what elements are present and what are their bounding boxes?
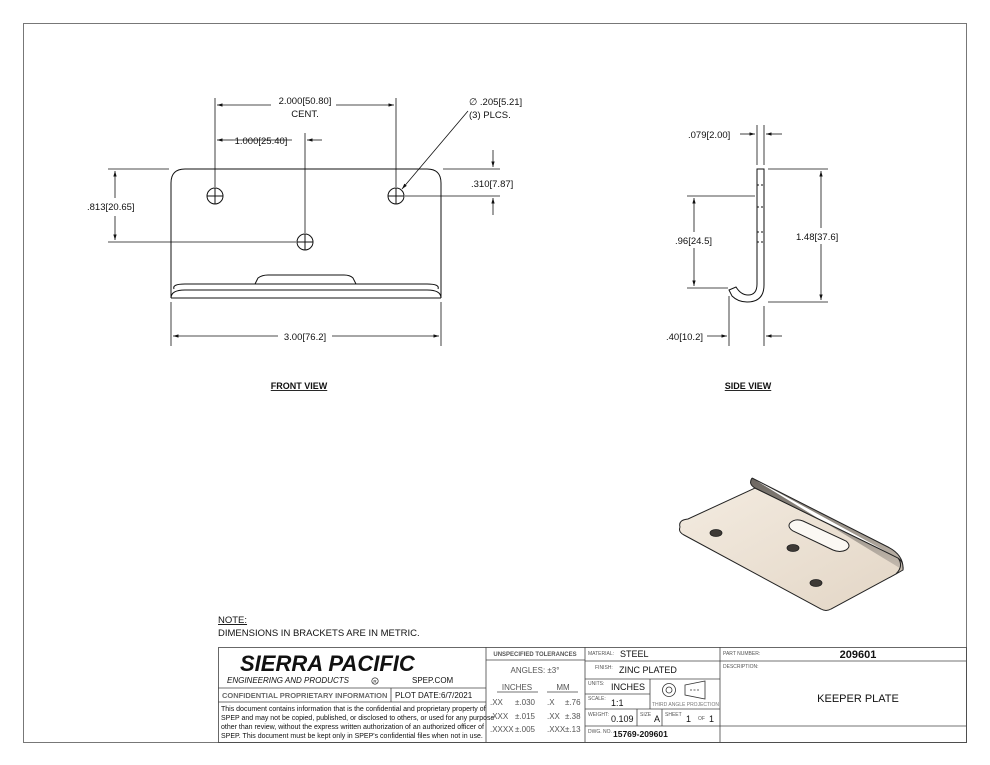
front-view-title: FRONT VIEW <box>271 381 328 391</box>
third-angle-projection-icon <box>662 680 706 700</box>
svg-text:UNITS:: UNITS: <box>588 681 604 687</box>
svg-text:.XXXX: .XXXX <box>490 725 514 734</box>
svg-text:0.109: 0.109 <box>611 714 634 724</box>
svg-text:.XX: .XX <box>547 712 561 721</box>
svg-text:±.13: ±.13 <box>565 725 581 734</box>
note: NOTE: DIMENSIONS IN BRACKETS ARE IN METR… <box>218 615 420 639</box>
svg-text:SPEP. This document must be ke: SPEP. This document must be kept only in… <box>221 733 483 740</box>
iso-hole-1 <box>709 529 723 537</box>
svg-text:SHEET: SHEET <box>665 712 682 718</box>
svg-text:NOTE:: NOTE: <box>218 615 247 626</box>
front-view <box>170 168 442 299</box>
svg-text:∅ .205[5.21]: ∅ .205[5.21] <box>469 97 522 108</box>
svg-text:SPEP.COM: SPEP.COM <box>412 676 454 685</box>
svg-text:1: 1 <box>686 714 691 724</box>
svg-text:1:1: 1:1 <box>611 698 624 708</box>
title-block <box>218 647 967 743</box>
svg-text:INCHES: INCHES <box>611 682 645 692</box>
svg-text:.X: .X <box>547 698 555 707</box>
svg-text:MATERIAL:: MATERIAL: <box>588 651 614 657</box>
svg-text:OF: OF <box>698 716 705 722</box>
side-view-title: SIDE VIEW <box>725 381 772 391</box>
svg-text:INCHES: INCHES <box>502 683 532 692</box>
svg-text:UNSPECIFIED TOLERANCES: UNSPECIFIED TOLERANCES <box>493 652 576 658</box>
svg-text:.XX: .XX <box>490 698 504 707</box>
svg-text:CONFIDENTIAL PROPRIETARY INFOR: CONFIDENTIAL PROPRIETARY INFORMATION <box>222 691 387 700</box>
hole-center <box>296 233 314 251</box>
svg-text:(3) PLCS.: (3) PLCS. <box>469 110 511 121</box>
sheet-border <box>23 23 967 743</box>
svg-text:SCALE:: SCALE: <box>588 696 606 702</box>
svg-text:DIMENSIONS IN BRACKETS ARE IN: DIMENSIONS IN BRACKETS ARE IN METRIC. <box>218 628 420 639</box>
svg-text:THIRD ANGLE PROJECTION: THIRD ANGLE PROJECTION <box>652 702 719 708</box>
svg-text:other than review, without the: other than review, without the express w… <box>221 724 484 731</box>
svg-text:6/7/2021: 6/7/2021 <box>441 691 473 700</box>
svg-text:SPEP and may not be copied, pu: SPEP and may not be copied, published, o… <box>221 715 495 722</box>
iso-flange <box>750 477 904 575</box>
svg-text:MM: MM <box>556 683 570 692</box>
svg-text:±.015: ±.015 <box>515 712 536 721</box>
svg-text:.813[20.65]: .813[20.65] <box>87 202 135 213</box>
svg-text:±.030: ±.030 <box>515 698 536 707</box>
svg-text:PLOT DATE:: PLOT DATE: <box>395 691 441 700</box>
svg-text:.XXX: .XXX <box>490 712 509 721</box>
svg-text:CENT.: CENT. <box>291 109 318 120</box>
svg-text:ENGINEERING AND PRODUCTS: ENGINEERING AND PRODUCTS <box>227 676 350 685</box>
svg-text:WEIGHT:: WEIGHT: <box>588 712 609 718</box>
front-view-labels: 2.000[50.80] CENT. 1.000[25.40] ∅ .205[5… <box>87 96 522 391</box>
svg-text:1: 1 <box>709 714 714 724</box>
side-view-labels: .079[2.00] 1.48[37.6] .96[24.5] .40[10.2… <box>666 130 838 391</box>
svg-text:FINISH:: FINISH: <box>595 665 613 671</box>
svg-text:±.38: ±.38 <box>565 712 581 721</box>
svg-text:ZINC PLATED: ZINC PLATED <box>619 665 677 675</box>
svg-text:ANGLES: ±3°: ANGLES: ±3° <box>511 666 560 675</box>
svg-text:R: R <box>373 679 377 684</box>
svg-text:.XXX: .XXX <box>547 725 566 734</box>
isometric-view <box>679 477 904 611</box>
front-bottom-edge <box>170 289 442 299</box>
side-view-dimensions <box>687 125 828 346</box>
svg-text:DESCRIPTION:: DESCRIPTION: <box>723 664 759 670</box>
side-profile <box>728 168 765 303</box>
front-bend-line <box>173 283 439 290</box>
svg-text:A: A <box>654 714 660 724</box>
part-description: KEEPER PLATE <box>817 693 899 705</box>
svg-text:2.000[50.80]: 2.000[50.80] <box>279 96 332 107</box>
svg-text:PART NUMBER:: PART NUMBER: <box>723 651 760 657</box>
svg-text:3.00[76.2]: 3.00[76.2] <box>284 332 326 343</box>
svg-text:STEEL: STEEL <box>620 649 649 659</box>
hole-right <box>387 187 405 205</box>
iso-slot <box>788 519 850 552</box>
front-slot <box>254 274 357 285</box>
svg-text:This document contains informa: This document contains information that … <box>221 706 486 713</box>
svg-text:.96[24.5]: .96[24.5] <box>675 236 712 247</box>
hole-left <box>206 187 224 205</box>
side-view <box>728 168 765 303</box>
svg-text:15769-209601: 15769-209601 <box>613 729 668 739</box>
company-logo: SIERRA PACIFIC <box>240 651 416 676</box>
part-number: 209601 <box>840 649 877 661</box>
svg-text:DWG. NO.: DWG. NO. <box>588 729 612 735</box>
svg-text:1.000[25.40]: 1.000[25.40] <box>235 136 288 147</box>
svg-text:1.48[37.6]: 1.48[37.6] <box>796 232 838 243</box>
registered-icon <box>371 677 379 685</box>
front-view-dimensions <box>108 98 500 346</box>
svg-text:.310[7.87]: .310[7.87] <box>471 179 513 190</box>
svg-text:.079[2.00]: .079[2.00] <box>688 130 730 141</box>
svg-text:.40[10.2]: .40[10.2] <box>666 332 703 343</box>
iso-hole-2 <box>786 544 800 552</box>
iso-hole-3 <box>809 579 823 587</box>
svg-text:±.76: ±.76 <box>565 698 581 707</box>
svg-text:SIZE: SIZE <box>640 712 652 718</box>
svg-text:±.005: ±.005 <box>515 725 536 734</box>
front-plate-outline <box>170 168 442 298</box>
title-block-text: SIERRA PACIFIC ENGINEERING AND PRODUCTS … <box>221 649 899 740</box>
